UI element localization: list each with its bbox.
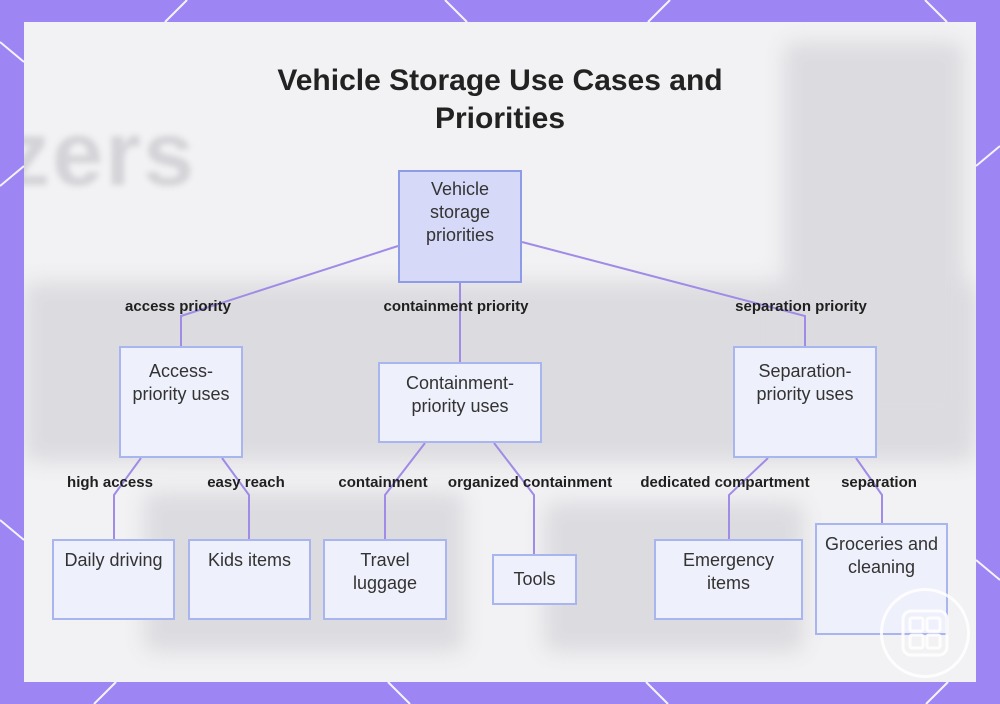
edge-label-high-access: high access [67, 474, 153, 491]
edge-containment-travel [384, 442, 426, 539]
node-tools: Tools [492, 554, 577, 605]
edge-label-easy-reach: easy reach [207, 474, 285, 491]
node-label: Groceries and cleaning [824, 534, 939, 577]
node-label: Access-priority uses [132, 361, 230, 404]
edge-label-containment-priority: containment priority [383, 298, 529, 315]
edge-root-access [180, 245, 399, 346]
edge-separation-groceries [855, 457, 883, 523]
grid-logo-icon [880, 588, 970, 678]
node-label: Tools [513, 569, 556, 589]
node-label: Travel luggage [352, 550, 418, 593]
edge-separation-emergency [728, 457, 769, 539]
edge-label-access-priority: access priority [125, 298, 231, 315]
node-label: Daily driving [64, 550, 163, 570]
node-travel-luggage: Travel luggage [323, 539, 447, 620]
node-access-priority-uses: Access-priority uses [119, 346, 243, 458]
edge-label-dedicated-compartment: dedicated compartment [640, 474, 810, 491]
node-label: Emergency items [682, 550, 775, 593]
edge-label-organized-containment: organized containment [447, 474, 613, 491]
node-vehicle-storage-priorities: Vehicle storage priorities [398, 170, 522, 283]
node-kids-items: Kids items [188, 539, 311, 620]
node-emergency-items: Emergency items [654, 539, 803, 620]
edge-access-daily [113, 457, 142, 539]
edge-root-separation [521, 241, 806, 346]
edge-containment-tools [493, 442, 535, 554]
node-label: Containment-priority uses [405, 373, 515, 416]
node-daily-driving: Daily driving [52, 539, 175, 620]
node-separation-priority-uses: Separation-priority uses [733, 346, 877, 458]
diagram-title: Vehicle Storage Use Cases and Priorities [277, 64, 723, 135]
node-label: Kids items [207, 550, 292, 570]
edge-label-containment: containment [338, 474, 428, 491]
node-label: Vehicle storage priorities [425, 179, 495, 245]
edge-access-kids [221, 457, 250, 539]
edge-label-separation-priority: separation priority [735, 298, 867, 315]
edge-label-separation: separation [841, 474, 917, 491]
node-label: Separation-priority uses [756, 361, 854, 404]
background-photo-text: zers [24, 103, 197, 205]
node-containment-priority-uses: Containment-priority uses [378, 362, 542, 443]
